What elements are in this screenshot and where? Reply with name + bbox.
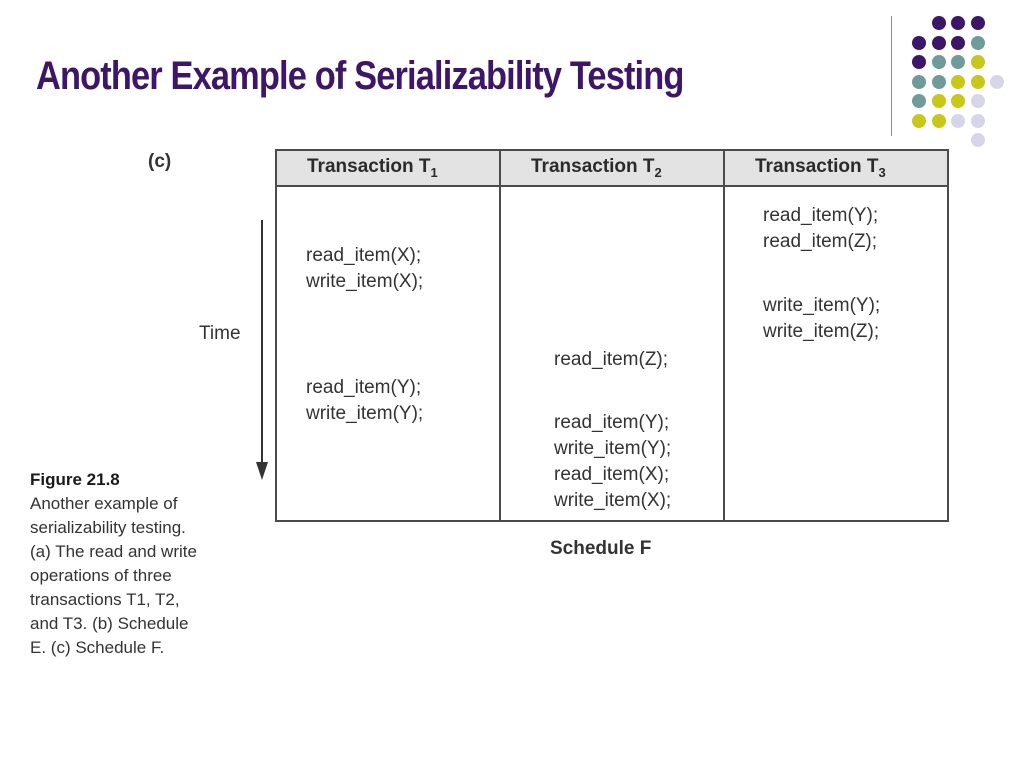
time-axis-label: Time: [199, 323, 241, 344]
operation: write_item(X);: [306, 271, 424, 292]
column-t3-operations: read_item(Y); read_item(Z); write_item(Y…: [723, 186, 949, 521]
decorative-dot: [951, 74, 965, 89]
operation: read_item(X);: [554, 464, 670, 485]
caption-line: (a) The read and write: [30, 542, 197, 561]
operation: write_item(X);: [554, 490, 672, 511]
decorative-dot: [931, 16, 946, 30]
decorative-dot: [931, 74, 946, 89]
operation: read_item(Y);: [554, 412, 670, 433]
decorative-dot: [970, 55, 985, 69]
decorative-dot: [951, 94, 965, 108]
caption-line: E. (c) Schedule F.: [30, 638, 165, 657]
column-t1-operations: read_item(X); write_item(X); read_item(Y…: [275, 186, 501, 521]
decorative-dot: [970, 16, 985, 30]
operation: read_item(X);: [306, 245, 422, 266]
caption-line: and T3. (b) Schedule: [30, 614, 189, 633]
decorative-dot: [951, 113, 965, 128]
caption-line: operations of three: [30, 566, 172, 585]
column-header-t3: Transaction T3: [723, 149, 949, 187]
decorative-dot: [912, 74, 926, 89]
column-t2-operations: read_item(Z); read_item(Y); write_item(Y…: [499, 186, 725, 521]
decorative-dot: [931, 35, 946, 50]
operation: read_item(Z);: [554, 349, 669, 370]
decorative-dot: [970, 133, 985, 147]
caption-line: Another example of: [30, 494, 178, 513]
figure-caption: Figure 21.8 Another example of serializa…: [30, 470, 230, 660]
decorative-dot: [931, 94, 946, 108]
figure-number: Figure 21.8: [30, 470, 120, 489]
operation: write_item(Z);: [763, 321, 880, 342]
decorative-dot: [931, 113, 946, 128]
time-arrow-icon: [256, 220, 268, 480]
operation: write_item(Y);: [306, 403, 424, 424]
figure-part-label: (c): [148, 151, 172, 172]
caption-line: serializability testing.: [30, 518, 186, 537]
decorative-dot: [951, 16, 965, 30]
operation: read_item(Z);: [763, 231, 878, 252]
decorative-dot: [931, 55, 946, 69]
decorative-dot: [951, 55, 965, 69]
operation: read_item(Y);: [306, 377, 422, 398]
decorative-dot: [912, 55, 926, 69]
decorative-divider: [891, 16, 892, 136]
schedule-table: Transaction T1 Transaction T2 Transactio…: [275, 149, 949, 522]
slide-title: Another Example of Serializability Testi…: [36, 54, 684, 98]
operation: write_item(Y);: [554, 438, 672, 459]
caption-line: transactions T1, T2,: [30, 590, 180, 609]
schedule-caption: Schedule F: [550, 538, 652, 559]
column-header-t1: Transaction T1: [275, 149, 501, 187]
decorative-dot: [970, 74, 985, 89]
column-header-t2: Transaction T2: [499, 149, 725, 187]
decorative-dot: [970, 94, 985, 108]
decorative-dot: [912, 35, 926, 50]
decorative-dot: [912, 113, 926, 128]
operation: write_item(Y);: [763, 295, 881, 316]
decorative-dot: [990, 74, 1004, 89]
decorative-dot: [970, 35, 985, 50]
operation: read_item(Y);: [763, 205, 879, 226]
decorative-dot: [970, 113, 985, 128]
decorative-dot: [951, 35, 965, 50]
decorative-dot: [912, 94, 926, 108]
